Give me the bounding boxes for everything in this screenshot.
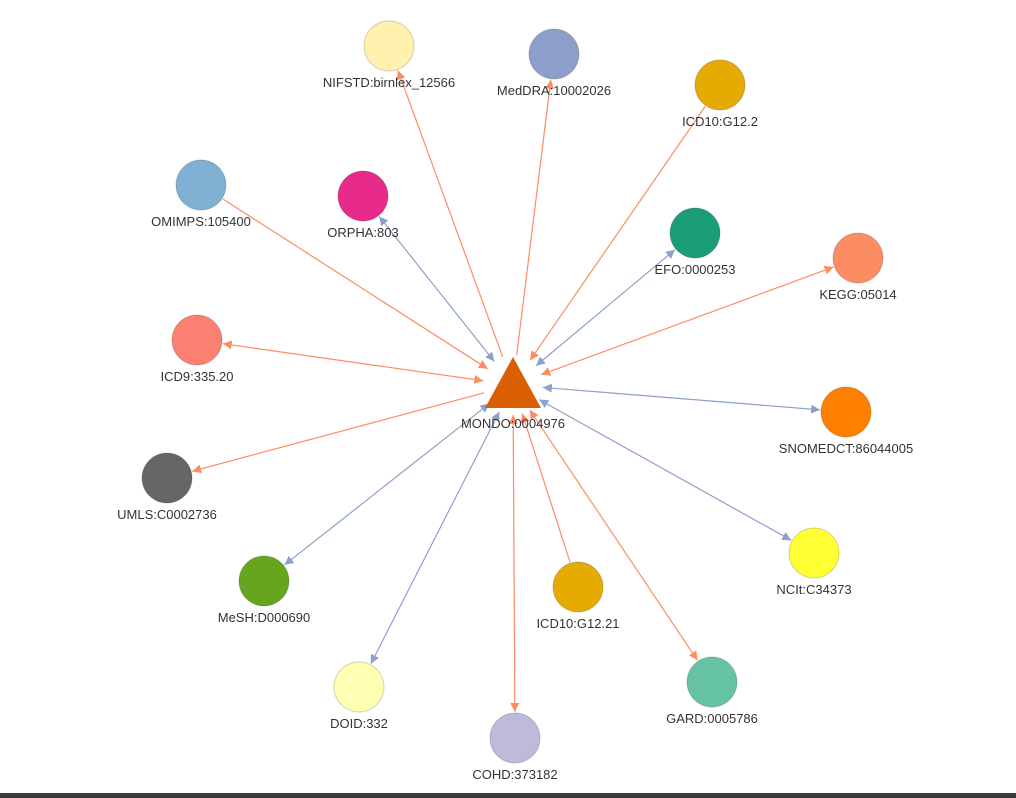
node-circle-icon bbox=[171, 314, 223, 366]
node-circle-icon bbox=[694, 59, 746, 111]
node-doid-332[interactable]: DOID:332 bbox=[330, 661, 388, 731]
node-nifstd-birnlex-12566[interactable]: NIFSTD:birnlex_12566 bbox=[323, 20, 455, 90]
node-gard-0005786[interactable]: GARD:0005786 bbox=[666, 656, 758, 726]
node-label: SNOMEDCT:86044005 bbox=[779, 441, 913, 456]
node-icd10-g12-21[interactable]: ICD10:G12.21 bbox=[536, 561, 620, 631]
node-circle-icon bbox=[832, 232, 884, 284]
node-mesh-d000690[interactable]: MeSH:D000690 bbox=[218, 555, 311, 625]
edge-doid-332 bbox=[370, 411, 500, 665]
edge-gard-0005786 bbox=[529, 409, 699, 661]
node-circle-icon bbox=[489, 712, 541, 764]
node-circle-icon bbox=[175, 159, 227, 211]
node-label: OMIMPS:105400 bbox=[151, 214, 251, 229]
node-label: DOID:332 bbox=[330, 716, 388, 731]
node-circle-icon bbox=[141, 452, 193, 504]
edge-snomedct-86044005 bbox=[542, 383, 821, 414]
edge-umls-c0002736 bbox=[191, 392, 485, 474]
node-ncit-c34373[interactable]: NCIt:C34373 bbox=[776, 527, 852, 597]
node-label: NIFSTD:birnlex_12566 bbox=[323, 75, 455, 90]
node-circle-icon bbox=[333, 661, 385, 713]
node-orpha-803[interactable]: ORPHA:803 bbox=[327, 170, 399, 240]
node-circle-icon bbox=[820, 386, 872, 438]
edges-layer bbox=[191, 70, 834, 713]
center-node-label: MONDO:0004976 bbox=[461, 416, 565, 431]
node-cohd-373182[interactable]: COHD:373182 bbox=[472, 712, 558, 782]
edge-nifstd-birnlex-12566 bbox=[396, 70, 504, 358]
center-node[interactable]: MONDO:0004976 bbox=[461, 357, 565, 431]
node-snomedct-86044005[interactable]: SNOMEDCT:86044005 bbox=[779, 386, 913, 456]
node-label: ICD9:335.20 bbox=[161, 369, 234, 384]
node-label: NCIt:C34373 bbox=[776, 582, 851, 597]
nodes-layer: NIFSTD:birnlex_12566MedDRA:10002026ICD10… bbox=[117, 20, 913, 782]
edge-icd9-335-20 bbox=[222, 340, 484, 384]
edge-kegg-05014 bbox=[540, 265, 834, 376]
node-icd9-335-20[interactable]: ICD9:335.20 bbox=[161, 314, 234, 384]
node-circle-icon bbox=[669, 207, 721, 259]
node-circle-icon bbox=[528, 28, 580, 80]
node-icd10-g12-2[interactable]: ICD10:G12.2 bbox=[682, 59, 758, 129]
center-triangle-icon bbox=[485, 357, 541, 408]
edge-meddra-10002026 bbox=[516, 79, 555, 356]
node-label: GARD:0005786 bbox=[666, 711, 758, 726]
node-circle-icon bbox=[363, 20, 415, 72]
node-circle-icon bbox=[788, 527, 840, 579]
edge-cohd-373182 bbox=[508, 414, 520, 713]
node-omimps-105400[interactable]: OMIMPS:105400 bbox=[151, 159, 251, 229]
node-label: UMLS:C0002736 bbox=[117, 507, 217, 522]
node-circle-icon bbox=[337, 170, 389, 222]
edge-mesh-d000690 bbox=[284, 403, 490, 566]
node-label: COHD:373182 bbox=[472, 767, 557, 782]
node-label: EFO:0000253 bbox=[655, 262, 736, 277]
edge-icd10-g12-21 bbox=[520, 413, 571, 563]
node-umls-c0002736[interactable]: UMLS:C0002736 bbox=[117, 452, 217, 522]
node-label: MedDRA:10002026 bbox=[497, 83, 611, 98]
node-circle-icon bbox=[238, 555, 290, 607]
edge-orpha-803 bbox=[378, 215, 495, 362]
node-label: ORPHA:803 bbox=[327, 225, 399, 240]
node-label: KEGG:05014 bbox=[819, 287, 896, 302]
bottom-scrollbar bbox=[0, 793, 1016, 798]
node-label: MeSH:D000690 bbox=[218, 610, 311, 625]
node-circle-icon bbox=[686, 656, 738, 708]
node-label: ICD10:G12.2 bbox=[682, 114, 758, 129]
node-efo-0000253[interactable]: EFO:0000253 bbox=[655, 207, 736, 277]
node-label: ICD10:G12.21 bbox=[536, 616, 619, 631]
node-meddra-10002026[interactable]: MedDRA:10002026 bbox=[497, 28, 611, 98]
node-kegg-05014[interactable]: KEGG:05014 bbox=[819, 232, 897, 302]
edge-ncit-c34373 bbox=[538, 399, 792, 541]
node-circle-icon bbox=[552, 561, 604, 613]
